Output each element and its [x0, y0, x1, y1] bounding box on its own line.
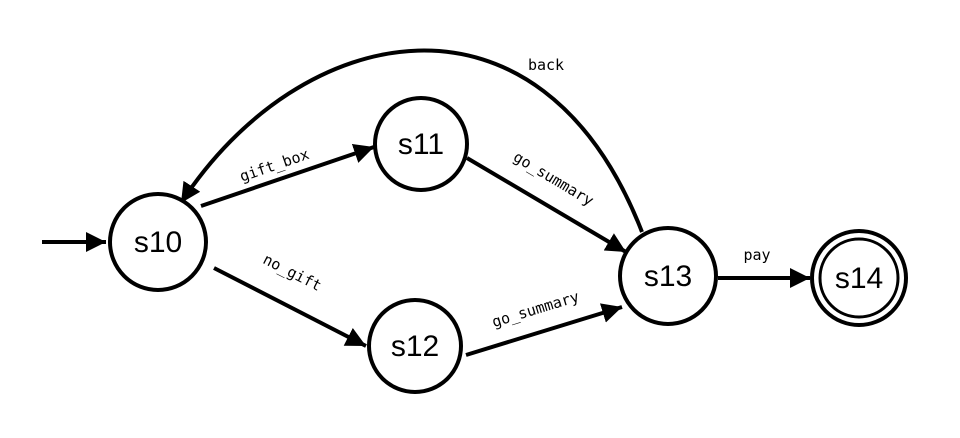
edge-s12-s13 [465, 303, 623, 357]
state-label-s14: s14 [835, 262, 883, 295]
edge-s10-s12 [213, 266, 367, 348]
edge-label-back: back [528, 56, 564, 74]
state-s13: s13 [618, 226, 718, 326]
edge-label-pay: pay [743, 246, 770, 264]
state-s14-accepting: s14 [810, 229, 908, 327]
state-s12: s12 [367, 298, 463, 394]
edge-s11-s13 [465, 156, 628, 254]
edge-label-s11-go-summary: go_summary [510, 148, 597, 210]
edge-label-no-gift: no_gift [260, 250, 325, 295]
state-label-s11: s11 [398, 128, 444, 161]
edge-s13-s10-back [179, 48, 644, 233]
edge-s10-s11 [200, 143, 375, 208]
state-label-s12: s12 [391, 330, 439, 363]
state-s11: s11 [373, 96, 469, 192]
state-label-s13: s13 [644, 260, 692, 293]
state-s10: s10 [108, 192, 208, 292]
state-label-s10: s10 [134, 226, 182, 259]
